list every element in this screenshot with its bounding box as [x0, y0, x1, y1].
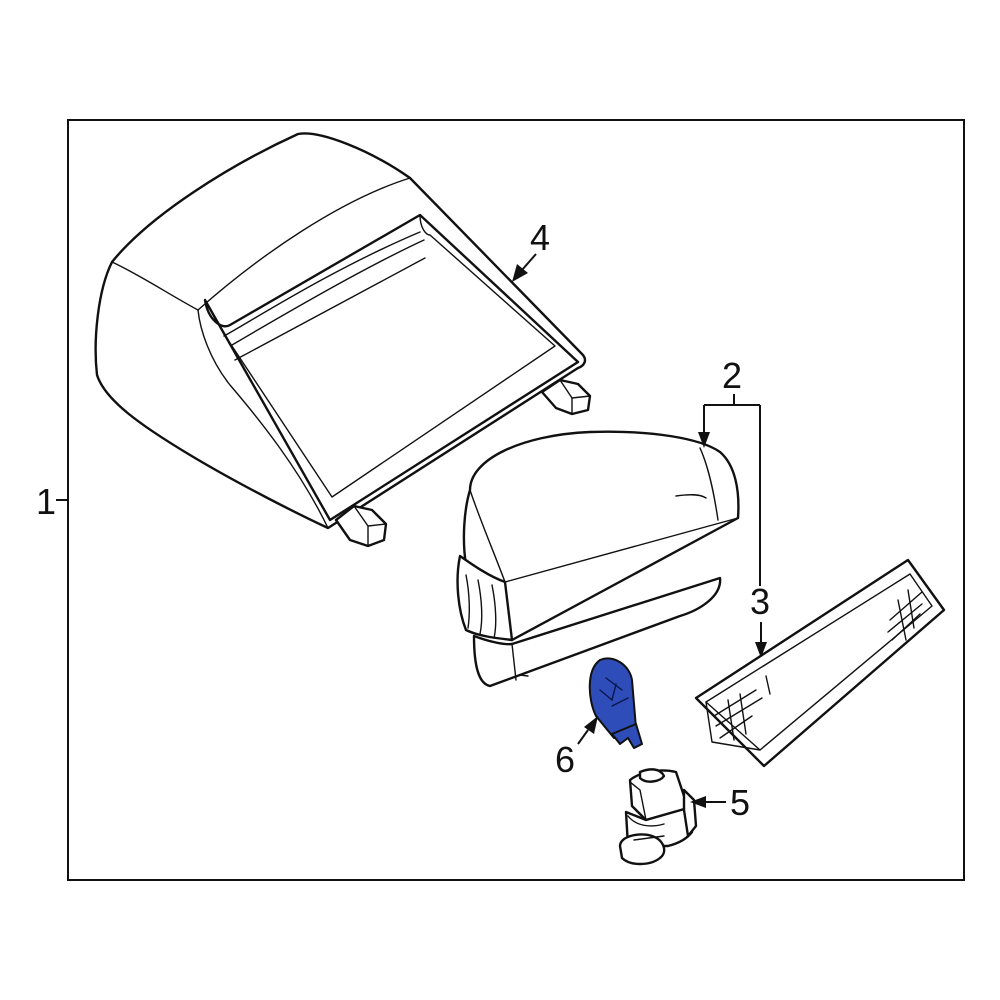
callout-2-label: 2	[722, 355, 742, 396]
callout-4-label: 4	[530, 217, 550, 258]
part-6-bulb[interactable]	[588, 657, 643, 749]
callout-6[interactable]: 6	[555, 716, 598, 780]
bulb-base	[611, 723, 643, 749]
callout-5-label: 5	[730, 782, 750, 823]
callout-3-label: 3	[750, 581, 770, 622]
part-2-lamp-assembly[interactable]	[456, 430, 740, 688]
part-3-lens[interactable]	[694, 558, 946, 768]
callout-5[interactable]: 5	[690, 782, 750, 823]
callout-1-label: 1	[36, 481, 56, 522]
callout-6-label: 6	[555, 739, 575, 780]
callout-3[interactable]: 3	[750, 581, 770, 658]
part-5-socket[interactable]	[618, 768, 698, 866]
part-4-housing-cover[interactable]	[94, 132, 592, 548]
callout-1[interactable]: 1	[36, 481, 68, 522]
callout-2[interactable]: 2	[698, 355, 761, 586]
callout-4[interactable]: 4	[512, 217, 550, 282]
